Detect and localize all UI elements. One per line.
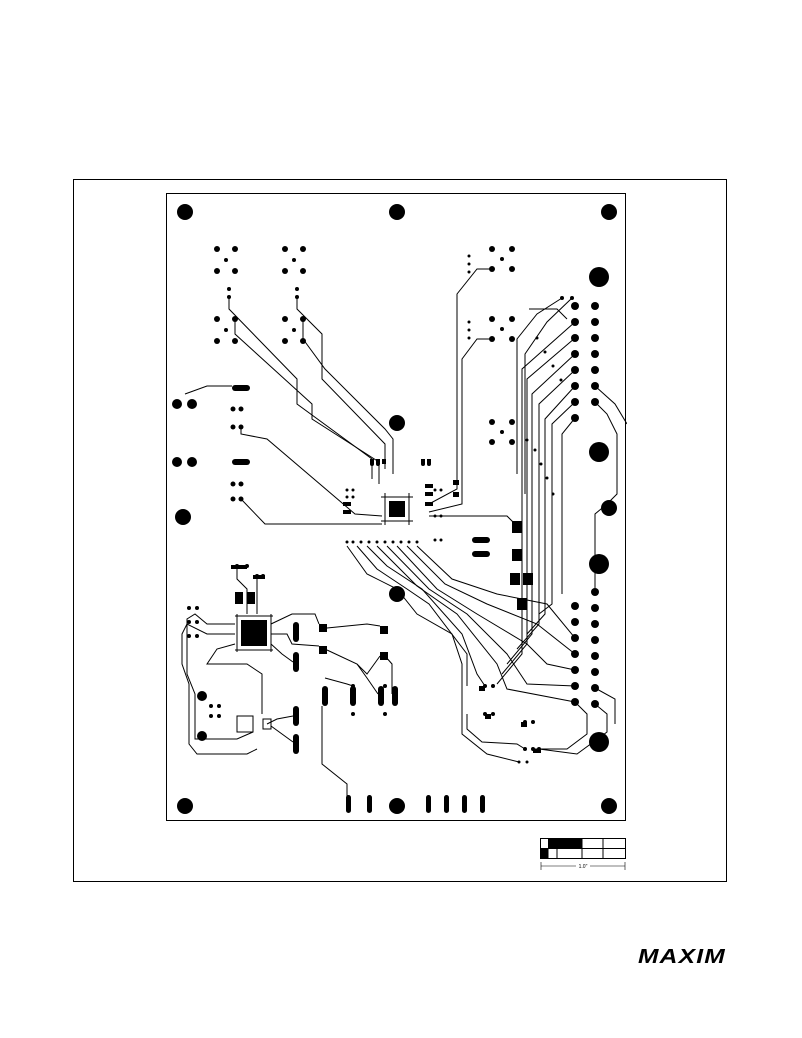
second-ic-footprint [235, 614, 273, 652]
switch-pad-clusters [172, 246, 515, 467]
mounting-hole-icon [589, 732, 609, 752]
smd-pads [319, 521, 533, 660]
mounting-hole-icon [601, 798, 617, 814]
mounting-hole-icon [589, 267, 609, 287]
ic-package-icon [236, 715, 254, 733]
smd-pad-icon [523, 573, 533, 585]
mounting-hole-icon [177, 204, 193, 220]
mounting-hole-icon [197, 691, 207, 701]
maxim-logo-icon: MAXIM [638, 946, 726, 968]
mounting-hole-icon [389, 586, 405, 602]
small-ic-footprint [236, 715, 272, 733]
mounting-hole-icon [389, 204, 405, 220]
pcb-board-outline [166, 193, 627, 821]
mounting-hole-icon [589, 554, 609, 574]
mounting-hole-icon [601, 204, 617, 220]
scale-bar-label: 1.0" [579, 864, 588, 870]
main-ic-footprint [381, 493, 413, 525]
smd-pad-icon [512, 549, 522, 561]
mounting-holes [175, 204, 617, 814]
mounting-hole-icon [601, 500, 617, 516]
smd-pad-icon [510, 573, 520, 585]
maxim-logo-text: MAXIM [638, 946, 726, 968]
figure-frame [73, 179, 727, 882]
ic-package-icon [241, 620, 267, 646]
mounting-hole-icon [177, 798, 193, 814]
mounting-hole-icon [175, 509, 191, 525]
ic-fanout-pads [231, 459, 541, 753]
ic-package-icon [389, 501, 405, 517]
scale-bar-icon: 1.0" [540, 838, 626, 870]
mounting-hole-icon [589, 442, 609, 462]
right-connector-pads [571, 302, 599, 708]
pcb-layout-artwork [172, 204, 627, 814]
oval-pads [232, 385, 490, 813]
smd-pad-icon [512, 521, 522, 533]
mounting-hole-icon [389, 415, 405, 431]
mounting-hole-icon [389, 798, 405, 814]
